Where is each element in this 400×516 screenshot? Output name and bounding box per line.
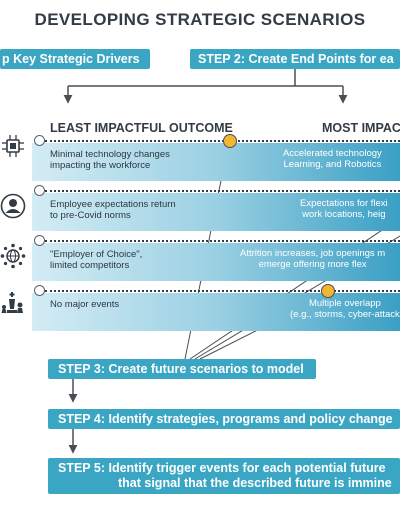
driver-3-least-line1: "Employer of Choice", [50, 249, 143, 260]
driver-1-most-line1: Accelerated technology [283, 148, 382, 159]
step-1-label: p Key Strategic Drivers [2, 52, 140, 66]
driver-3-least-line2: limited competitors [50, 260, 130, 271]
driver-4-least: No major events [50, 299, 119, 310]
driver-2-most-line2: work locations, heig [302, 209, 386, 220]
driver-band-4 [32, 293, 400, 331]
driver-band-2 [32, 193, 400, 231]
driver-2-least-line2: to pre-Covid norms [50, 210, 131, 221]
driver-3-least: "Employer of Choice", limited competitor… [50, 249, 142, 271]
driver-2-most: Expectations for flexi work locations, h… [300, 198, 388, 220]
least-node-1 [34, 135, 45, 146]
least-impactful-heading: LEAST IMPACTFUL OUTCOME [50, 121, 233, 135]
person-icon [0, 193, 26, 219]
driver-band-1 [32, 143, 400, 181]
most-impactful-heading: MOST IMPAC [322, 121, 400, 135]
least-node-4 [34, 285, 45, 296]
step2-branch [63, 69, 348, 104]
circuit-chip-icon [2, 135, 24, 157]
dotted-line-1 [45, 140, 400, 142]
dotted-line-3 [45, 240, 400, 242]
step-2-label: STEP 2: Create End Points for ea [198, 52, 394, 66]
dotted-line-2 [45, 190, 400, 192]
step-5-box: STEP 5: Identify trigger events for each… [48, 458, 400, 494]
selected-node-4 [321, 284, 335, 298]
driver-3-most: Attrition increases, job openings m emer… [240, 248, 385, 270]
chess-pieces-icon [1, 292, 23, 313]
step-4-label: STEP 4: Identify strategies, programs an… [58, 412, 393, 426]
driver-2-most-line1: Expectations for flexi [300, 198, 388, 209]
least-node-3 [34, 235, 45, 246]
least-node-2 [34, 185, 45, 196]
dotted-line-4 [45, 290, 400, 292]
driver-band-3 [32, 243, 400, 281]
driver-4-least-line1: No major events [50, 299, 120, 310]
globe-people-icon [0, 243, 26, 269]
driver-4-most: Multiple overlapp (e.g., storms, cyber-a… [290, 298, 400, 320]
driver-2-least: Employee expectations return to pre-Covi… [50, 199, 176, 221]
step-1-box: p Key Strategic Drivers [0, 49, 150, 69]
driver-3-most-line1: Attrition increases, job openings m [240, 248, 386, 259]
driver-1-most: Accelerated technology Learning, and Rob… [283, 148, 382, 170]
step-5-line1: STEP 5: Identify trigger events for each… [58, 461, 386, 475]
driver-4-most-line1: Multiple overlapp [308, 298, 381, 309]
driver-1-most-line2: Learning, and Robotics [283, 159, 382, 170]
driver-1-least-line2: impacting the workforce [50, 160, 151, 171]
driver-3-most-line2: emerge offering more flex [258, 259, 367, 270]
driver-2-least-line1: Employee expectations return [50, 199, 176, 210]
page-title: DEVELOPING STRATEGIC SCENARIOS [34, 10, 366, 29]
driver-1-least: Minimal technology changes impacting the… [50, 149, 170, 171]
step-5-line2: that signal that the described future is… [118, 476, 392, 490]
selected-node-1 [223, 134, 237, 148]
driver-1-least-line1: Minimal technology changes [50, 149, 170, 160]
step-3-label: STEP 3: Create future scenarios to model [58, 362, 304, 376]
driver-4-most-line2: (e.g., storms, cyber-attack [290, 309, 400, 320]
step-2-box: STEP 2: Create End Points for ea [190, 49, 400, 69]
step-4-box: STEP 4: Identify strategies, programs an… [48, 409, 400, 429]
step-3-box: STEP 3: Create future scenarios to model [48, 359, 316, 379]
